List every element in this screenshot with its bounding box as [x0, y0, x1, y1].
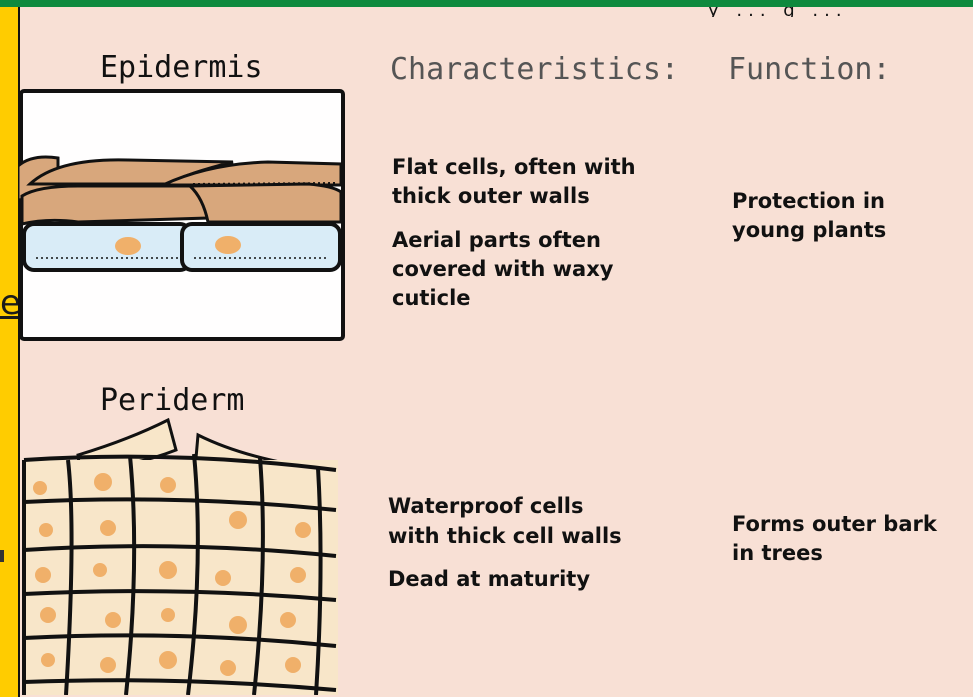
- periderm-function-line: Forms outer bark: [732, 510, 937, 538]
- epidermal-cell: [24, 224, 190, 270]
- epidermis-characteristic-line: covered with waxy: [392, 255, 613, 283]
- cell-nucleus: [100, 657, 116, 673]
- epidermis-illustration: [18, 88, 348, 343]
- nucleus: [115, 237, 141, 255]
- cell-nucleus: [41, 653, 55, 667]
- cut-off-top-text: y ... g ...: [708, 7, 848, 17]
- function-heading: Function:: [728, 52, 891, 87]
- characteristics-heading: Characteristics:: [390, 52, 679, 87]
- cell-nucleus: [160, 477, 176, 493]
- epidermal-outer-cell: [22, 186, 208, 224]
- cell-nucleus: [105, 612, 121, 628]
- cell-nucleus: [94, 473, 112, 491]
- slide-edge-mark: [0, 550, 4, 562]
- cell-nucleus: [215, 570, 231, 586]
- epidermis-function-line: Protection in: [732, 187, 885, 215]
- epidermis-title: Epidermis: [100, 50, 263, 85]
- epidermis-characteristic-line: thick outer walls: [392, 182, 590, 210]
- periderm-characteristic-line: Waterproof cells: [388, 492, 584, 520]
- periderm-characteristic-line: Dead at maturity: [388, 565, 590, 593]
- cell-nucleus: [161, 608, 175, 622]
- cell-nucleus: [159, 561, 177, 579]
- periderm-characteristic-line: with thick cell walls: [388, 522, 622, 550]
- cell-nucleus: [40, 607, 56, 623]
- epidermal-cell: [182, 224, 340, 270]
- epidermis-characteristic-line: Aerial parts often: [392, 226, 601, 254]
- cell-nucleus: [159, 651, 177, 669]
- slide-left-edge: [0, 7, 18, 697]
- epidermis-function-line: young plants: [732, 216, 886, 244]
- cell-nucleus: [229, 616, 247, 634]
- epidermis-characteristic-line: Flat cells, often with: [392, 153, 636, 181]
- cell-nucleus: [39, 523, 53, 537]
- cell-nucleus: [285, 657, 301, 673]
- cell-nucleus: [295, 522, 311, 538]
- cell-nucleus: [290, 567, 306, 583]
- periderm-function-line: in trees: [732, 539, 823, 567]
- cell-nucleus: [33, 481, 47, 495]
- cell-nucleus: [220, 660, 236, 676]
- top-green-band: [0, 0, 973, 7]
- cell-nucleus: [100, 520, 116, 536]
- cell-nucleus: [280, 612, 296, 628]
- epidermal-outer-cell: [190, 184, 341, 222]
- cell-nucleus: [93, 563, 107, 577]
- epidermis-characteristic-line: cuticle: [392, 284, 471, 312]
- cell-nucleus: [229, 511, 247, 529]
- cell-nucleus: [35, 567, 51, 583]
- nucleus: [215, 236, 241, 254]
- periderm-illustration: [18, 410, 338, 695]
